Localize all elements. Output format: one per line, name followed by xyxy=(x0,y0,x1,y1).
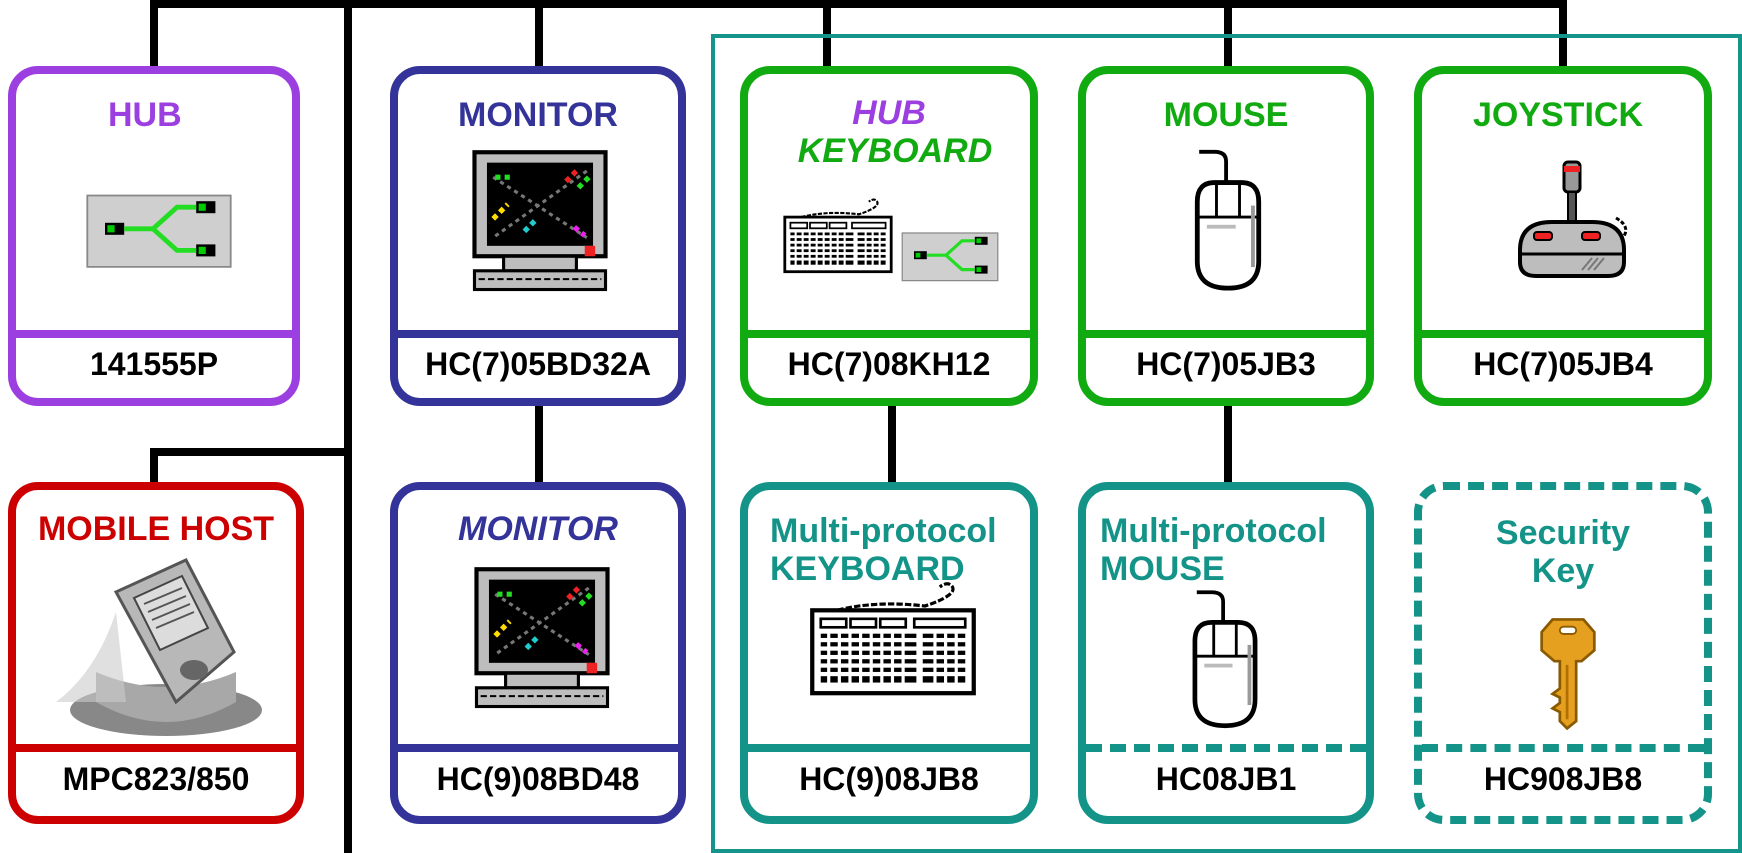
connector-mobile-vertical xyxy=(150,448,158,488)
monitor-icon xyxy=(464,560,620,722)
mouse-card[interactable]: MOUSE HC(7)05JB3 xyxy=(1078,66,1374,406)
joystick-title: JOYSTICK xyxy=(1472,96,1644,134)
hub-keyboard-title-keyboard: KEYBOARD xyxy=(797,132,993,170)
monitor-title: MONITOR xyxy=(458,96,618,134)
security-key-title-2: Key xyxy=(1531,552,1595,590)
monitor-2-card[interactable]: MONITOR HC(9)08BD48 xyxy=(390,482,686,824)
mouse-title: MOUSE xyxy=(1163,96,1289,134)
joystick-card[interactable]: JOYSTICK HC(7)05JB4 xyxy=(1414,66,1712,406)
hub-card[interactable]: HUB 141555P xyxy=(8,66,300,406)
mobile-host-title: MOBILE HOST xyxy=(37,510,275,548)
security-key-card[interactable]: Security Key HC908JB8 xyxy=(1414,482,1712,824)
multi-protocol-keyboard-part-number: HC(9)08JB8 xyxy=(799,761,979,797)
multi-protocol-keyboard-divider xyxy=(748,744,1030,752)
hub-keyboard-card[interactable]: HUB KEYBOARD HC(7)08KH12 xyxy=(740,66,1038,406)
monitor-part-number: HC(7)05BD32A xyxy=(425,346,651,382)
hub-part-number: 141555P xyxy=(89,346,219,382)
connector-hub xyxy=(150,0,158,68)
hub-icon xyxy=(80,182,238,278)
multi-protocol-mouse-title-2: MOUSE xyxy=(1100,550,1225,588)
connector-monitor xyxy=(535,0,543,68)
connector-keyboard-chain xyxy=(888,400,896,488)
joystick-icon xyxy=(1512,158,1632,288)
bus-line-top xyxy=(150,0,1566,8)
connector-monitor-chain xyxy=(535,400,543,488)
mouse-icon xyxy=(1178,584,1272,734)
joystick-part-number: HC(7)05JB4 xyxy=(1473,346,1653,382)
hub-divider xyxy=(16,330,292,338)
security-key-title-1: Security xyxy=(1495,514,1631,552)
multi-protocol-mouse-card[interactable]: Multi-protocol MOUSE HC08JB1 xyxy=(1078,482,1374,824)
monitor-icon xyxy=(462,144,618,304)
security-key-part-number: HC908JB8 xyxy=(1483,761,1643,797)
mouse-icon xyxy=(1180,146,1276,294)
multi-protocol-keyboard-card[interactable]: Multi-protocol KEYBOARD HC(9)08JB8 xyxy=(740,482,1038,824)
multi-protocol-mouse-divider xyxy=(1086,744,1366,752)
usb-device-region xyxy=(711,34,1742,853)
connector-main-trunk xyxy=(344,0,352,853)
hub-keyboard-divider xyxy=(748,330,1030,338)
joystick-divider xyxy=(1422,330,1704,338)
key-icon xyxy=(1536,614,1600,732)
mobile-host-divider xyxy=(16,744,296,752)
mobile-host-card[interactable]: MOBILE HOST MPC823/850 xyxy=(8,482,304,824)
multi-protocol-keyboard-title-1: Multi-protocol xyxy=(770,512,997,550)
connector-mouse-chain xyxy=(1224,400,1232,488)
keyboard-icon xyxy=(808,580,978,698)
mouse-part-number: HC(7)05JB3 xyxy=(1136,346,1316,382)
pda-icon xyxy=(36,552,276,742)
multi-protocol-mouse-title-1: Multi-protocol xyxy=(1100,512,1327,550)
connector-mobile-horizontal xyxy=(150,448,348,456)
monitor-card[interactable]: MONITOR HC(7)05BD32A xyxy=(390,66,686,406)
keyboard-icon xyxy=(782,196,894,276)
monitor-divider xyxy=(398,330,678,338)
mobile-host-part-number: MPC823/850 xyxy=(62,761,250,797)
hub-keyboard-part-number: HC(7)08KH12 xyxy=(787,346,991,382)
hub-title: HUB xyxy=(108,96,182,134)
monitor-2-title: MONITOR xyxy=(458,510,618,548)
monitor-2-part-number: HC(9)08BD48 xyxy=(436,761,640,797)
hub-icon xyxy=(898,224,1002,288)
multi-protocol-keyboard-title-2: KEYBOARD xyxy=(770,550,965,588)
mouse-divider xyxy=(1086,330,1366,338)
monitor-2-divider xyxy=(398,744,678,752)
security-key-divider xyxy=(1422,744,1704,752)
multi-protocol-mouse-part-number: HC08JB1 xyxy=(1155,761,1297,797)
hub-keyboard-title-hub: HUB xyxy=(852,94,926,132)
